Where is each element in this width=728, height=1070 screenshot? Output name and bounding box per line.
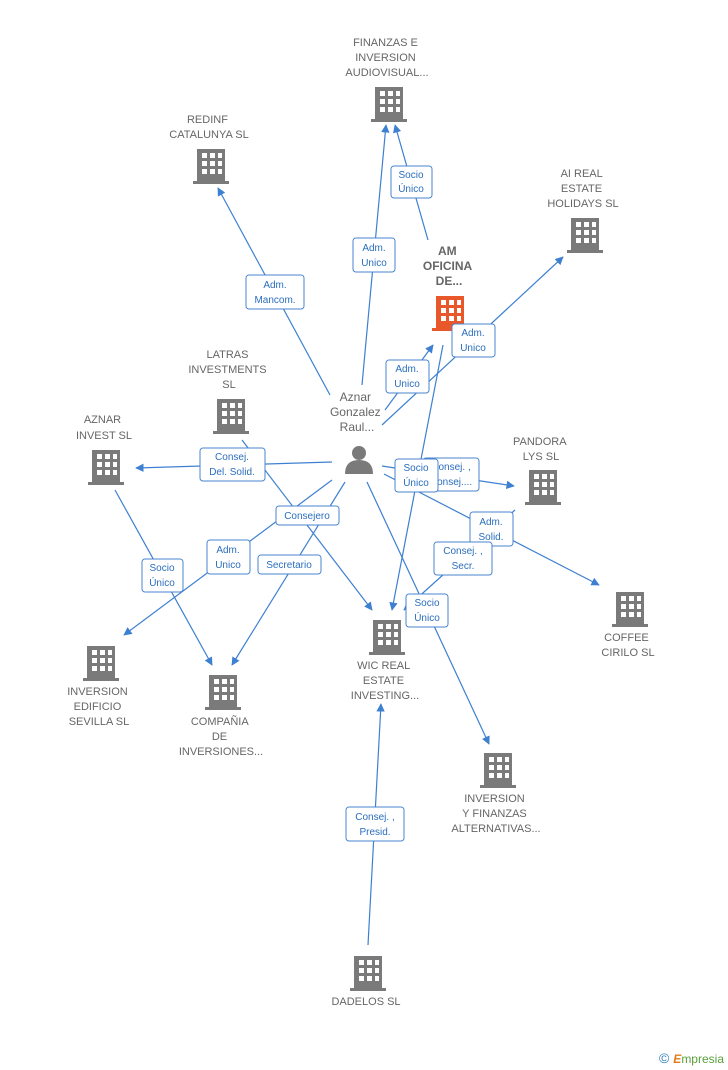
node-label-inversion-finanzas[interactable]: INVERSION Y FINANZAS ALTERNATIVAS... — [451, 793, 540, 835]
person-label[interactable]: Aznar Gonzalez Raul... — [330, 390, 384, 434]
node-label-compania[interactable]: COMPAÑIA DE INVERSIONES... — [179, 715, 263, 758]
node-label-redinf[interactable]: REDINF CATALUNYA SL — [169, 114, 248, 141]
building-icon — [350, 956, 386, 991]
svg-text:Adm.Unico: Adm.Unico — [394, 364, 420, 390]
node-label-pandora[interactable]: PANDORA LYS SL — [513, 436, 569, 463]
node-label-aznar-invest[interactable]: AZNAR INVEST SL — [76, 414, 132, 442]
svg-text:Consej. ,Consej....: Consej. ,Consej.... — [430, 462, 472, 488]
svg-text:Consejero: Consejero — [284, 511, 330, 522]
svg-text:Adm.Unico: Adm.Unico — [215, 545, 241, 571]
svg-text:Consej. ,Presid.: Consej. ,Presid. — [355, 812, 394, 838]
node-label-inversion-edificio[interactable]: INVERSION EDIFICIO SEVILLA SL — [67, 686, 131, 728]
node-label-wic[interactable]: WIC REAL ESTATE INVESTING... — [351, 660, 419, 702]
edge-label-adm-mancom: Adm.Mancom. — [245, 274, 305, 310]
edge-label-adm-unico-am-oficina: Adm.Unico — [385, 359, 430, 394]
edge-label-adm-unico-ai-real: Adm.Unico — [451, 323, 496, 358]
building-icon — [480, 753, 516, 788]
node-label-am-oficina[interactable]: AM OFICINA DE... — [423, 244, 475, 288]
building-icon — [612, 592, 648, 627]
building-icon — [213, 399, 249, 434]
edge-label-consej-secr: Consej. ,Secr. — [433, 541, 493, 576]
edge-label-consej-del: Consej.Del. Solid. — [199, 447, 266, 482]
person-icon[interactable] — [345, 446, 373, 474]
svg-text:Adm.Unico: Adm.Unico — [361, 243, 387, 269]
building-icon — [525, 470, 561, 505]
svg-text:Consej. ,Secr.: Consej. ,Secr. — [443, 546, 482, 572]
svg-text:Adm.Solid.: Adm.Solid. — [478, 517, 503, 543]
svg-text:Secretario: Secretario — [266, 560, 312, 571]
edge-label-adm-unico-compania: Adm.Unico — [206, 539, 251, 575]
building-icon — [369, 620, 405, 655]
node-label-dadelos[interactable]: DADELOS SL — [331, 996, 400, 1008]
empresia-logo[interactable]: ©Empresia — [658, 1050, 724, 1066]
building-icon — [83, 646, 119, 681]
edge-label-adm-unico-finanzas: Adm.Unico — [352, 237, 396, 273]
node-label-coffee[interactable]: COFFEE CIRILO SL — [601, 632, 654, 659]
node-label-finanzas[interactable]: FINANZAS E INVERSION AUDIOVISUAL... — [345, 37, 428, 79]
node-label-ai-real[interactable]: AI REAL ESTATE HOLIDAYS SL — [547, 168, 618, 210]
building-icon — [193, 149, 229, 184]
svg-text:Consej.Del. Solid.: Consej.Del. Solid. — [209, 452, 255, 478]
edge-label-consejero: Consejero — [275, 505, 340, 526]
edge-label-secretario: Secretario — [257, 554, 322, 575]
copyright-icon: © — [658, 1050, 670, 1066]
edge-label-consej-presid: Consej. ,Presid. — [345, 806, 405, 842]
building-icon — [567, 218, 603, 253]
node-label-latras[interactable]: LATRAS INVESTMENTS SL — [188, 349, 269, 391]
edge-label-adm-solid: Adm.Solid. — [469, 511, 514, 547]
building-icon — [88, 450, 124, 485]
building-icon — [205, 675, 241, 710]
building-icon — [371, 87, 407, 122]
svg-text:Adm.Mancom.: Adm.Mancom. — [254, 280, 295, 306]
company-nodes — [83, 87, 648, 991]
svg-text:Adm.Unico: Adm.Unico — [460, 328, 486, 354]
